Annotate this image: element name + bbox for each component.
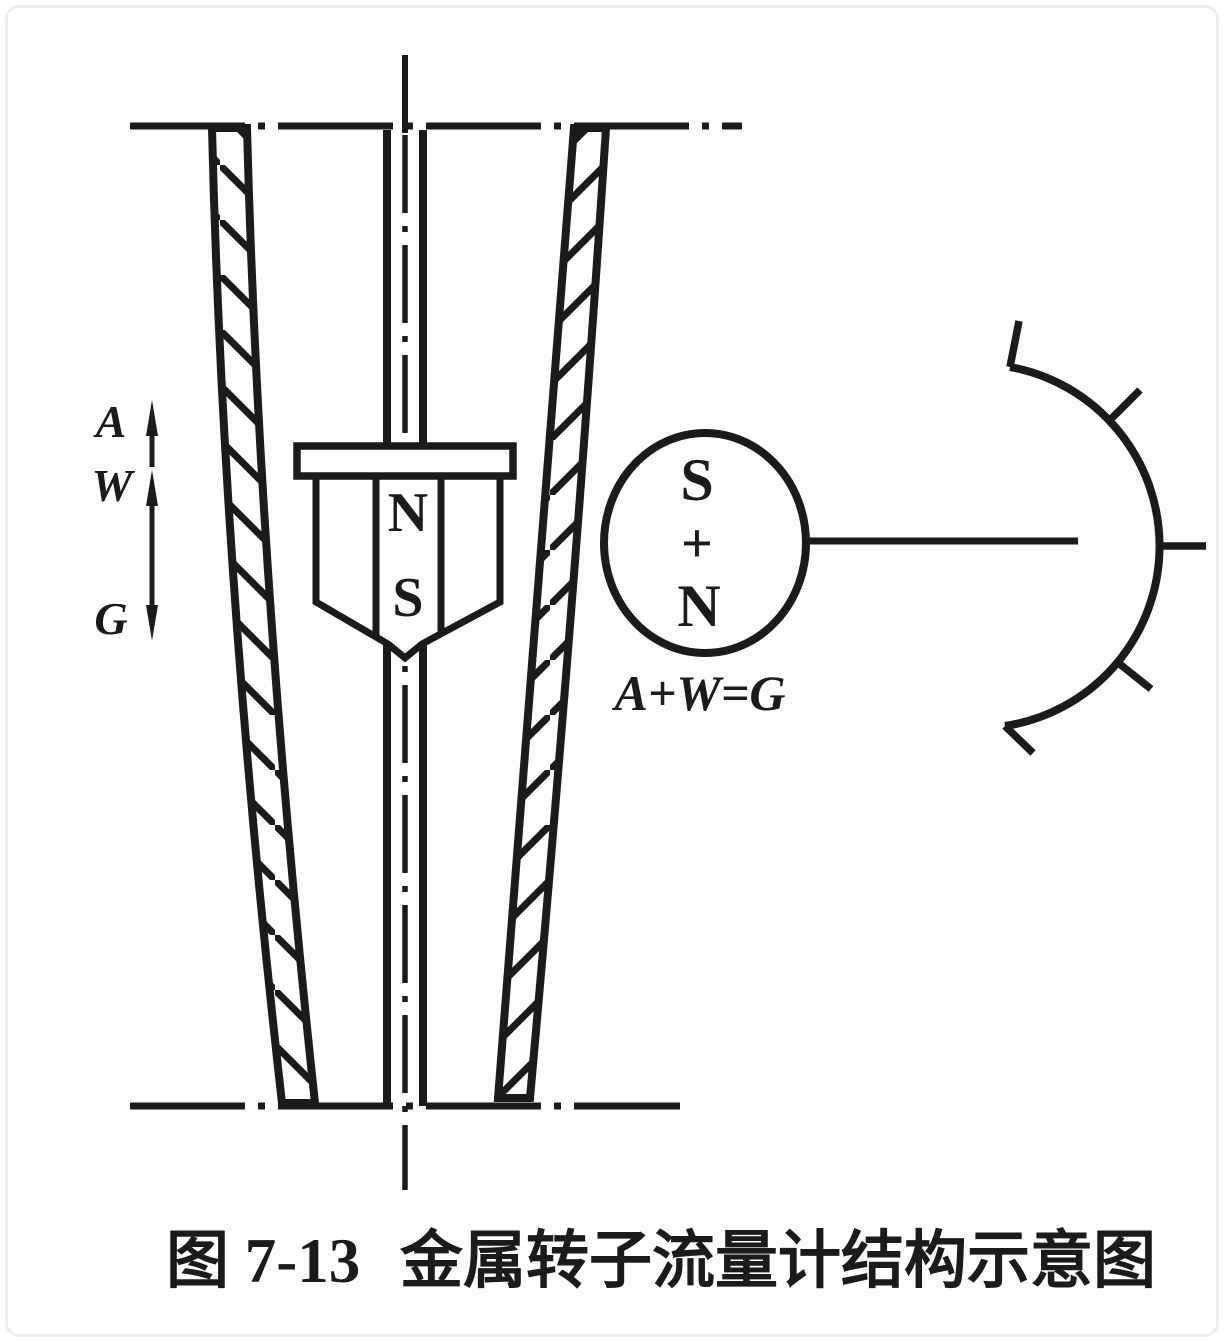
- tapered-tube: [207, 124, 611, 1107]
- buoyancy-label: A: [93, 396, 127, 447]
- coupling-south-pole-label: S: [680, 447, 713, 513]
- float-body: [312, 470, 504, 663]
- dial-tick-top-end: [1006, 320, 1023, 368]
- figure-caption-title: 金属转子流量计结构示意图: [399, 1226, 1156, 1296]
- dial-tick-lower: [1113, 658, 1154, 692]
- guide-rod: [383, 130, 427, 1106]
- indicator-dial: [1002, 320, 1206, 756]
- float-north-pole-label: N: [388, 482, 428, 544]
- flow-impulse-label: W: [92, 460, 136, 511]
- dial-tick-bottom-end: [1002, 723, 1036, 756]
- figure-caption-number: 图 7-13: [166, 1226, 360, 1296]
- magnetic-coupling: S + N A+W=G: [600, 429, 1078, 721]
- tube-wall-left: [207, 124, 320, 1107]
- figure-caption: 图 7-13 金属转子流量计结构示意图: [166, 1226, 1156, 1296]
- coupling-magnet-circle: [600, 429, 810, 657]
- tube-wall-right: [493, 124, 611, 1102]
- coupling-plus-sign: +: [681, 513, 713, 575]
- float-south-pole-label: S: [392, 567, 423, 629]
- force-balance-equation: A+W=G: [612, 665, 786, 721]
- gravity-label: G: [94, 593, 127, 644]
- dial-tick-upper: [1105, 387, 1143, 425]
- flow-arrowhead-up: [146, 470, 158, 506]
- dial-arc: [1004, 363, 1164, 730]
- float-assembly: N S: [293, 442, 517, 663]
- coupling-north-pole-label: N: [677, 573, 720, 639]
- gravity-arrowhead-down: [146, 605, 158, 641]
- buoyancy-arrowhead-up: [146, 400, 158, 436]
- force-arrows: A W G: [92, 396, 158, 644]
- float-top-plate: [293, 442, 517, 480]
